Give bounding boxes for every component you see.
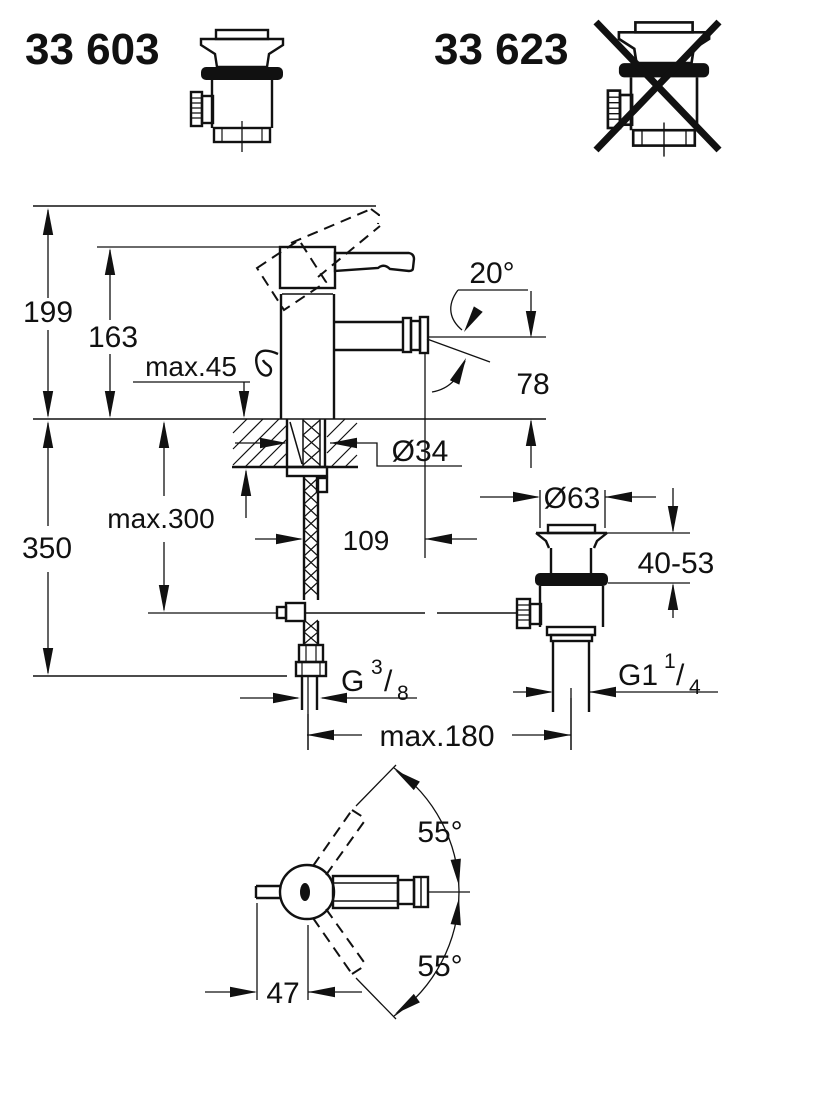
dim-supply-thread: G 3 / 8 [240,656,417,705]
dim-spout-height: 78 [427,291,550,468]
dim-label-deck-max: max.45 [145,351,237,382]
lever-pin [300,883,310,901]
lever-raised-dashed [255,208,381,312]
product-variant-included: 33 603 [25,25,285,154]
front-view: 199 163 max.45 20° 78 [22,205,718,753]
lever-handle [333,251,416,273]
dim-label-waste-thread-slash: / [676,659,685,692]
handle-top-view [331,874,470,910]
dim-label-swivel-upper: 55° [417,816,462,849]
dim-label-waste-thread-sup: 1 [664,650,676,673]
drain-tailpipe [551,641,591,712]
drain-valve-icon [189,28,285,154]
pop-up-lever-hook [255,349,279,377]
dim-label-hole-dia: Ø34 [392,435,449,468]
plan-view: 55° 55° 47 [205,764,470,1020]
x-mark-icon [593,19,722,153]
dim-height-body: 163 [88,248,138,418]
dim-height-total: 199 [23,208,73,418]
drain-knob [515,597,543,630]
dim-deck-max: max.45 [133,351,252,518]
dim-label-hose-max: max.300 [107,503,214,534]
dim-clamp-range: 40-53 [607,488,714,618]
faucet-body [255,208,430,419]
dim-label-supply-thread-base: G [341,665,364,698]
pop-up-rod [148,601,517,623]
dim-max-spacing: max.180 [307,698,572,753]
handle-swivel-dashed [312,764,397,1020]
dim-label-waste-dia: Ø63 [544,482,601,515]
product-variant-excluded: 33 623 [434,19,722,158]
swivel-arc [391,765,465,1019]
dim-label-clamp-range: 40-53 [638,547,715,580]
dim-hole-dia: Ø34 [235,435,462,468]
dim-waste-thread: G1 1 / 4 [513,650,718,699]
product-code-included: 33 603 [25,25,160,74]
product-code-excluded: 33 623 [434,25,569,74]
dim-spout-offset: 47 [205,903,362,1010]
dim-label-height-body: 163 [88,321,138,354]
dim-label-waste-thread-base: G1 [618,659,658,692]
dim-label-spout-reach: 109 [343,525,390,556]
dim-label-depth-below: 350 [22,532,72,565]
drain-valve [515,523,608,750]
dim-waste-dia: Ø63 [480,482,656,528]
dim-label-supply-thread-sup: 3 [371,656,383,679]
dim-label-supply-thread-slash: / [384,665,393,698]
dim-label-spout-offset: 47 [266,977,299,1010]
spout [334,320,403,352]
dim-label-waste-thread-sub: 4 [689,676,701,699]
dim-label-spout-angle: 20° [469,257,514,290]
dim-spout-angle: 20° [426,257,528,393]
dim-hose-max: max.300 [107,421,215,612]
spout-tip-top-view [254,884,280,900]
dim-label-supply-thread-sub: 8 [397,682,409,705]
dim-label-spout-height: 78 [516,368,549,401]
dim-label-height-total: 199 [23,296,73,329]
dim-spout-reach: 109 [255,352,477,558]
aerator [401,315,430,355]
dim-depth-below: 350 [22,421,72,675]
dim-label-max-spacing: max.180 [379,720,494,753]
dim-label-swivel-lower: 55° [417,950,462,983]
